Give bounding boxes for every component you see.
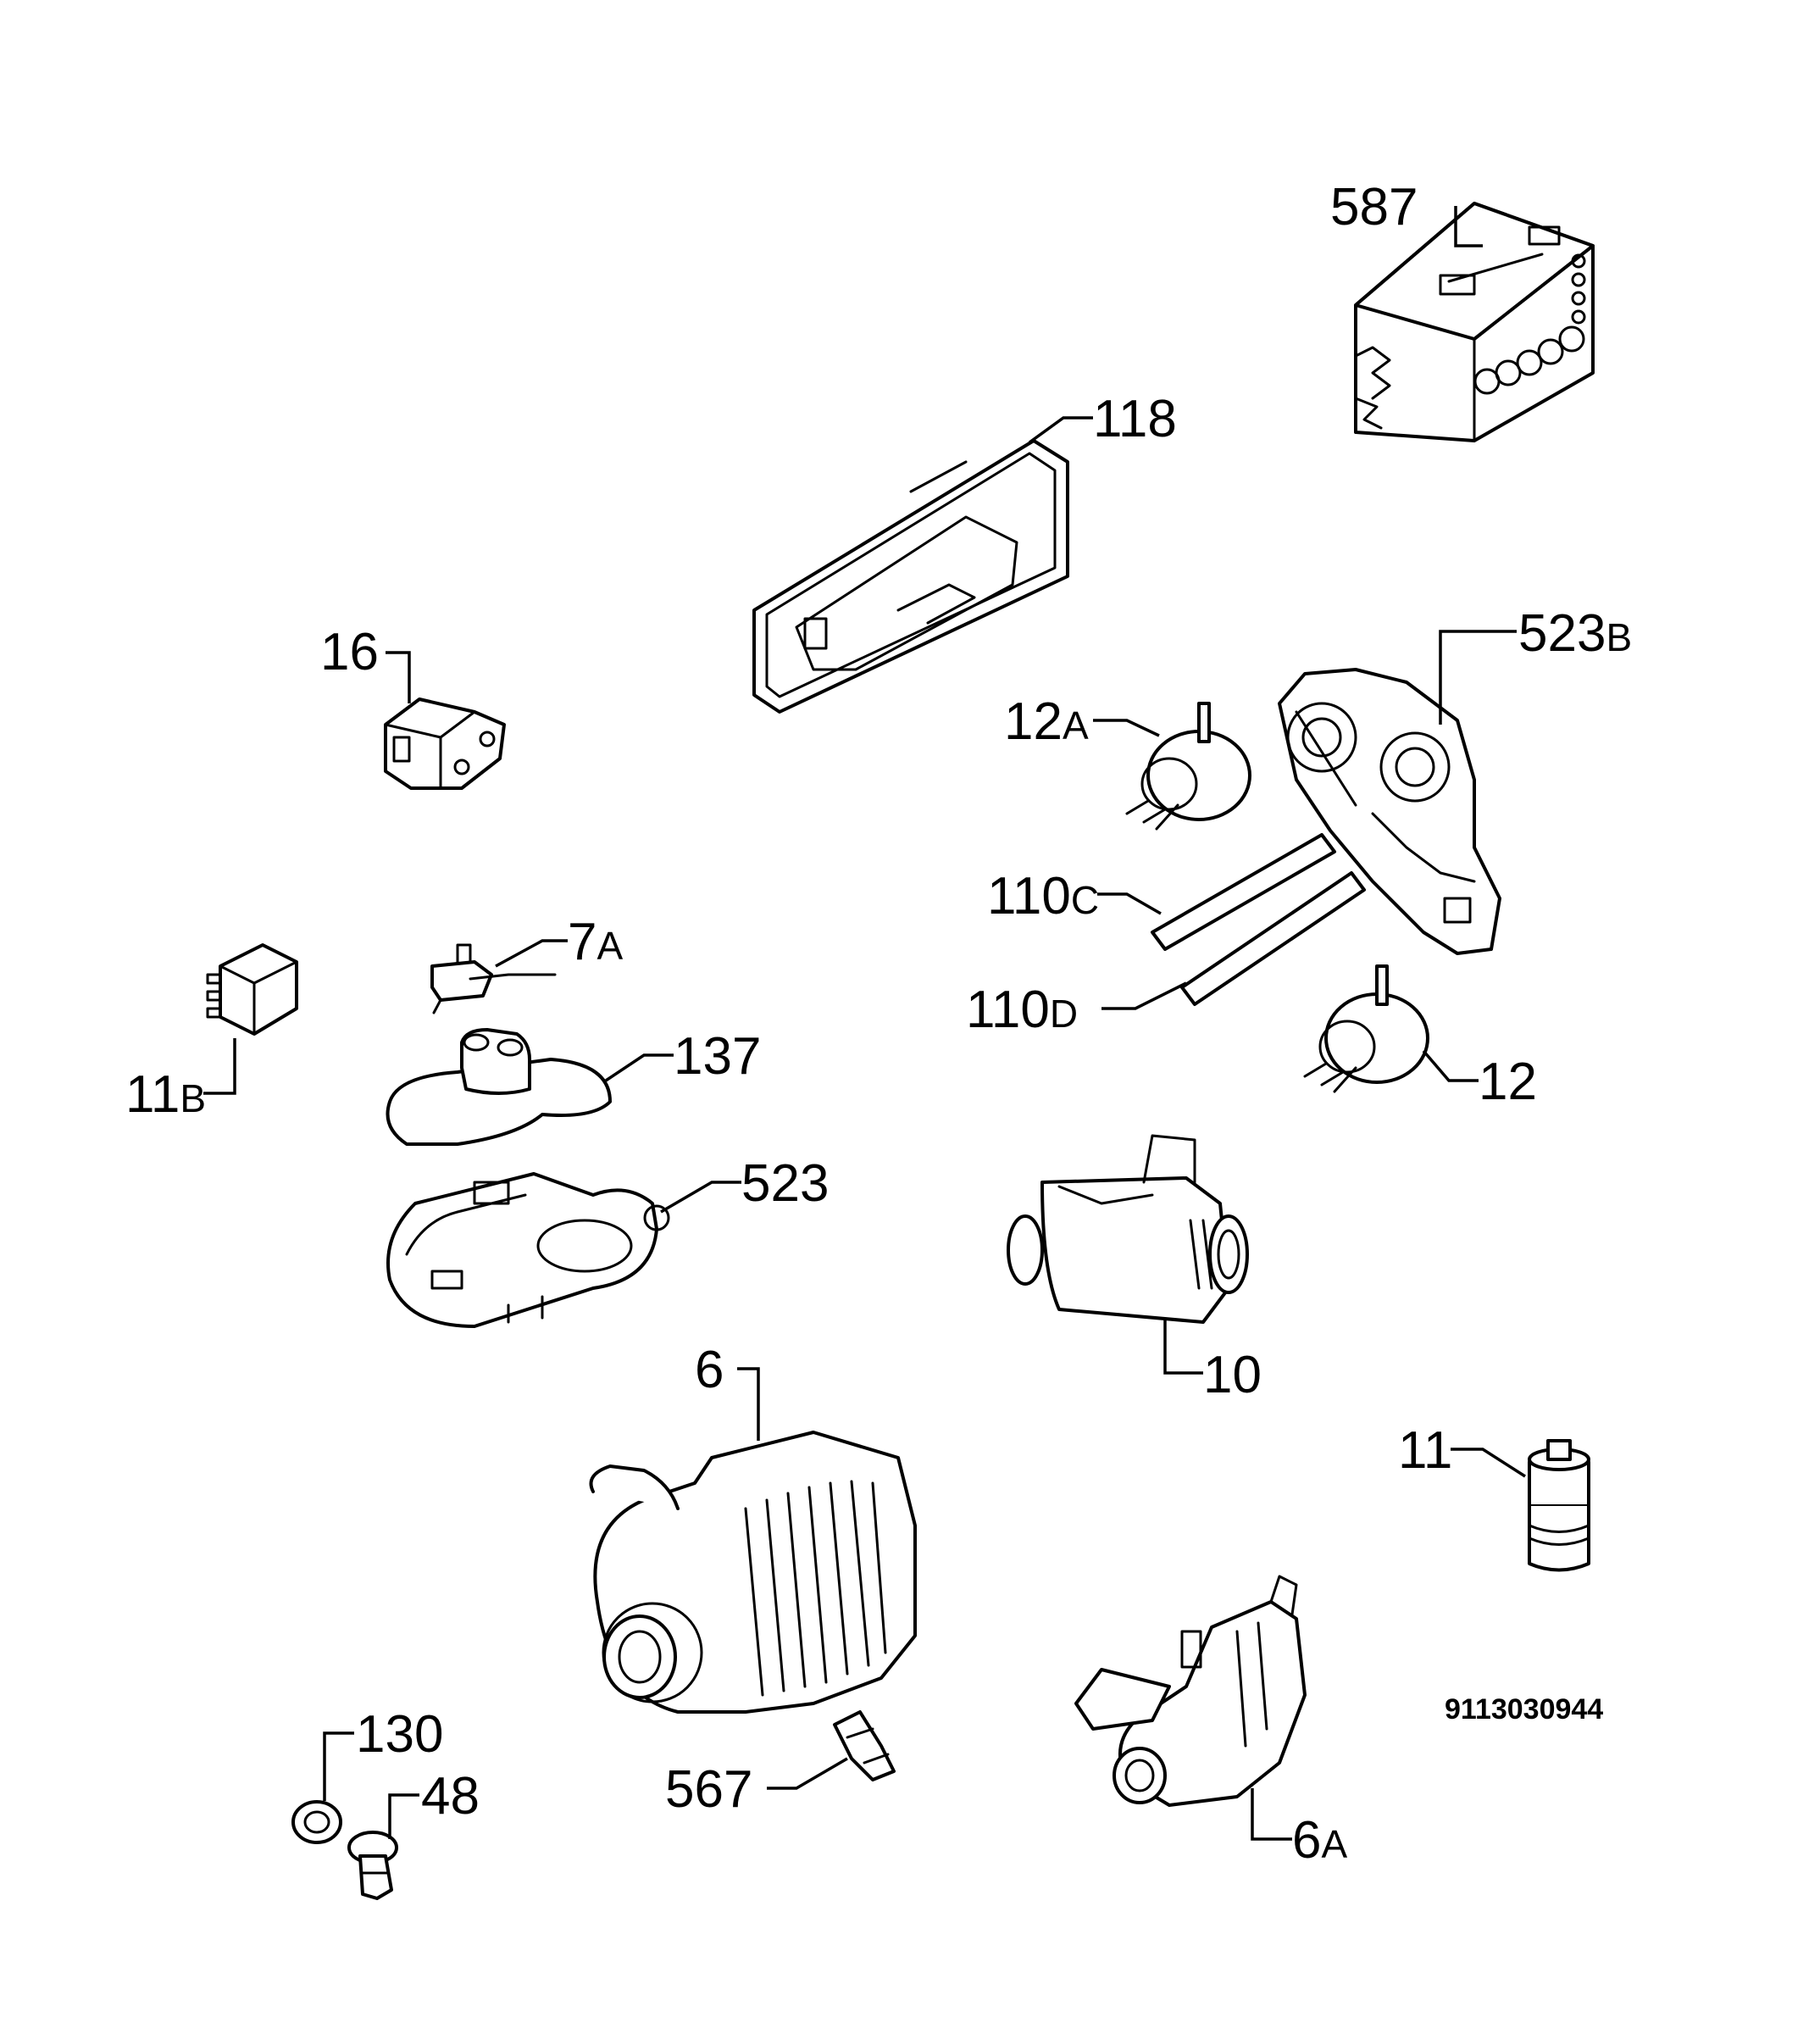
- leader-10: [1163, 1318, 1203, 1375]
- callout-523b: 523B: [1518, 604, 1632, 663]
- leader-523: [660, 1181, 741, 1214]
- part-567-connector-clip[interactable]: [833, 1710, 896, 1781]
- callout-110c: 110C: [987, 867, 1099, 925]
- part-587-control-module[interactable]: [1354, 202, 1595, 442]
- callout-48: 48: [421, 1767, 480, 1826]
- leader-16: [386, 651, 411, 703]
- leader-11: [1451, 1448, 1526, 1478]
- callout-11: 11: [1398, 1421, 1452, 1480]
- leader-12: [1422, 1049, 1479, 1082]
- callout-16: 16: [320, 623, 379, 681]
- callout-10: 10: [1203, 1346, 1262, 1404]
- leader-110d: [1101, 981, 1187, 1010]
- leader-118: [1028, 416, 1093, 444]
- callout-137: 137: [674, 1027, 761, 1086]
- part-137-cover[interactable]: [386, 1028, 612, 1146]
- leader-110c: [1097, 892, 1162, 915]
- part-48-plug[interactable]: [347, 1831, 398, 1900]
- callout-567: 567: [665, 1760, 752, 1819]
- leader-130: [323, 1731, 354, 1801]
- part-6-circulation-pump[interactable]: [589, 1431, 917, 1714]
- part-12-pressure-switch[interactable]: [1303, 964, 1429, 1093]
- part-10-heater-unit[interactable]: [1007, 1134, 1249, 1324]
- part-523-housing[interactable]: [386, 1172, 670, 1328]
- diagram-code: 9113030944: [1445, 1693, 1603, 1726]
- callout-11b: 11B: [125, 1065, 206, 1124]
- leader-6a: [1251, 1788, 1292, 1841]
- callout-6: 6: [695, 1341, 724, 1399]
- leader-6: [737, 1367, 760, 1441]
- leader-587: [1454, 206, 1483, 247]
- callout-130: 130: [356, 1705, 443, 1764]
- leader-12a: [1093, 719, 1160, 737]
- callout-12a: 12A: [1004, 692, 1089, 751]
- leader-48: [388, 1793, 419, 1839]
- callout-12: 12: [1479, 1053, 1537, 1111]
- callout-7a: 7A: [568, 913, 623, 971]
- part-11-capacitor[interactable]: [1528, 1439, 1590, 1572]
- leader-137: [605, 1053, 674, 1082]
- part-130-seal-ring[interactable]: [291, 1800, 342, 1844]
- part-7a-clip[interactable]: [430, 943, 557, 1014]
- part-523b-valve-bracket[interactable]: [1278, 668, 1501, 955]
- callout-6a: 6A: [1292, 1811, 1347, 1870]
- part-110c-hose[interactable]: [1151, 833, 1336, 951]
- part-110d-hose[interactable]: [1180, 871, 1366, 1006]
- part-118-detergent-dispenser[interactable]: [752, 439, 1069, 714]
- part-12a-pressure-switch[interactable]: [1125, 702, 1251, 831]
- leader-523b: [1439, 630, 1517, 725]
- leader-11b: [203, 1038, 236, 1095]
- part-16-door-switch[interactable]: [384, 697, 506, 790]
- callout-587: 587: [1330, 178, 1418, 236]
- callout-523: 523: [741, 1154, 829, 1213]
- callout-110d: 110D: [966, 981, 1078, 1039]
- callout-118: 118: [1093, 390, 1177, 448]
- leader-567: [767, 1757, 848, 1790]
- leader-7a: [495, 939, 568, 968]
- part-6a-drain-pump[interactable]: [1074, 1575, 1307, 1807]
- part-11b-relay[interactable]: [206, 943, 298, 1036]
